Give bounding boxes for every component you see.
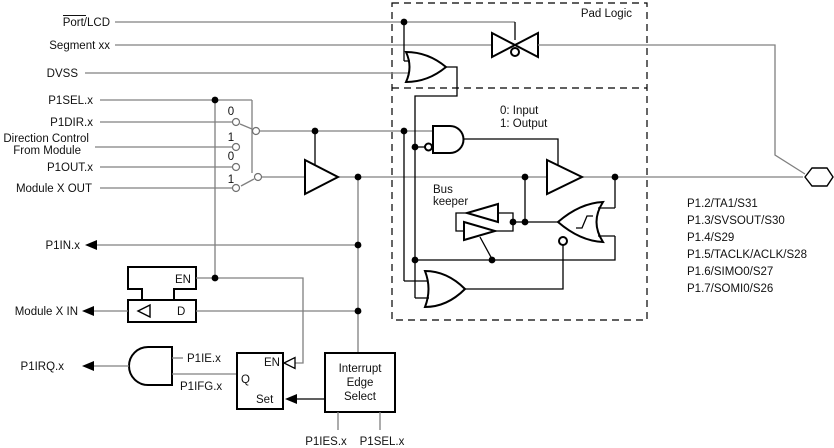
left-signal-labels: Port/LCD Segment xx DVSS P1SEL.x P1DIR.x… — [3, 15, 110, 373]
bus-keeper-label-1: Bus — [433, 184, 453, 196]
pin-name: P1.2/TA1/S31 — [687, 198, 758, 210]
latch-en-label: EN — [175, 274, 191, 286]
label-dir-ctrl-1: Direction Control — [3, 133, 89, 145]
pad-hexagon — [804, 167, 834, 187]
ff-en-label: EN — [264, 357, 280, 369]
lcd-or-gate — [403, 22, 458, 298]
label-module-out: Module X OUT — [16, 183, 92, 195]
left-signal-wires — [85, 21, 515, 189]
latch-d-label: D — [177, 306, 185, 318]
label-port-lcd: Port/LCD — [63, 17, 110, 29]
label-p1irq: P1IRQ.x — [21, 361, 65, 373]
label-p1in: P1IN.x — [45, 240, 80, 252]
direction-output-mux: 0 1 0 1 — [228, 100, 263, 193]
ies-line1: Interrupt — [339, 363, 383, 375]
output-buffer — [304, 131, 341, 196]
input-tap-wires — [85, 100, 359, 353]
ies-line3: Select — [344, 391, 377, 403]
pin-name-list: P1.2/TA1/S31 P1.3/SVSOUT/S30 P1.4/S29 P1… — [687, 198, 807, 295]
segment-route — [538, 44, 806, 175]
label-module-in: Module X IN — [15, 306, 78, 318]
label-p1ie: P1IE.x — [187, 353, 221, 365]
mux-sel1-label2: 1 — [228, 174, 234, 186]
pin-name: P1.4/S29 — [687, 232, 734, 244]
ff-en-triangle — [282, 356, 296, 370]
label-dir-ctrl-2: From Module — [13, 145, 81, 157]
label-p1sel-bottom: P1SEL.x — [360, 436, 405, 448]
mux-sel1-label: 1 — [228, 132, 234, 144]
input-latch: EN D — [82, 266, 358, 364]
ies-line2: Edge — [347, 377, 374, 389]
schmitt-trigger-gate — [415, 177, 616, 261]
input-enable-or-gate — [415, 245, 564, 309]
interrupt-flipflop: Q EN Set — [236, 352, 325, 410]
bus-keeper: Bus keeper — [433, 184, 514, 260]
label-p1dir: P1DIR.x — [50, 117, 93, 129]
pin-name: P1.7/SOMI0/S26 — [687, 283, 773, 295]
label-p1ies: P1IES.x — [305, 436, 347, 448]
transmission-gate-icon — [491, 22, 539, 59]
latch-clock-triangle — [136, 303, 151, 319]
pin-name: P1.6/SIMO0/S27 — [687, 266, 773, 278]
bus-keeper-label-2: keeper — [433, 196, 468, 208]
mux-sel0-label2: 0 — [228, 151, 234, 163]
mux-sel0-label: 0 — [228, 106, 234, 118]
pad-logic-box — [391, 2, 648, 321]
junction-dots — [211, 18, 619, 315]
ff-set-label: Set — [256, 394, 274, 406]
pad-driver-buffer — [546, 158, 585, 196]
mode-note-1: 1: Output — [500, 118, 548, 130]
interrupt-edge-select-box: Interrupt Edge Select P1IES.x P1SEL.x — [305, 352, 405, 448]
pin-name: P1.3/SVSOUT/S30 — [687, 215, 785, 227]
label-dvss: DVSS — [47, 68, 79, 80]
pad-logic-label: Pad Logic — [581, 8, 632, 20]
irq-and-gate: P1IE.x P1IFG.x — [82, 346, 237, 393]
label-p1out: P1OUT.x — [47, 162, 93, 174]
ff-q-label: Q — [241, 374, 250, 386]
label-p1ifg: P1IFG.x — [180, 381, 222, 393]
pin-name: P1.5/TACLK/ACLK/S28 — [687, 249, 807, 261]
mode-note-0: 0: Input — [500, 105, 539, 117]
label-segment: Segment xx — [49, 40, 110, 52]
label-p1sel: P1SEL.x — [48, 95, 93, 107]
direction-and-gate — [403, 125, 559, 282]
